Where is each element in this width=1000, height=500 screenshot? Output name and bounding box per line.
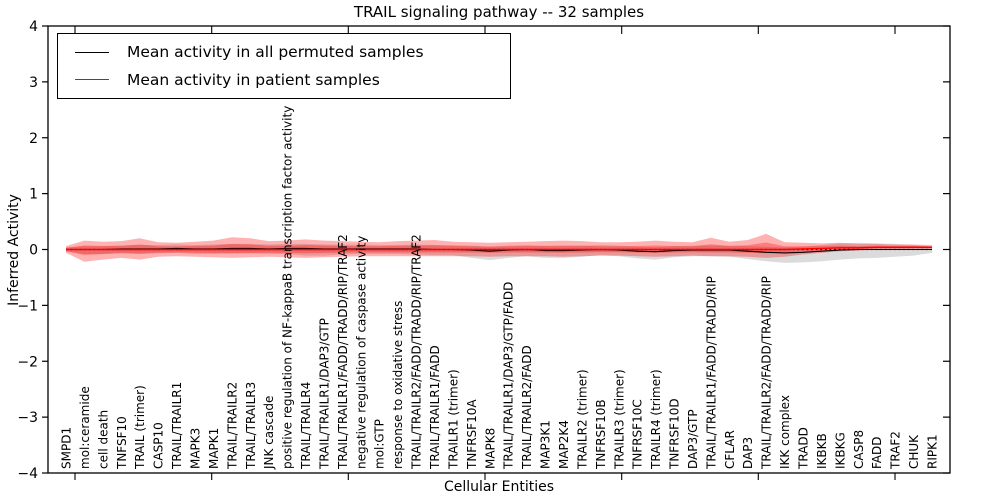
entity-tick-label: TRAIL/TRAILR2/FADD/TRADD/RIP/TRAF2 [410, 234, 424, 470]
entity-tick-label: IKBKG [833, 432, 847, 469]
patient-mean-line [66, 246, 932, 251]
entity-tick-label: TRADD [797, 427, 811, 470]
entity-tick-label: SMPD1 [60, 427, 74, 469]
patient-line-swatch-icon [75, 79, 109, 81]
x-axis-ticks [74, 26, 896, 480]
entity-tick-label: positive regulation of NF-kappaB transcr… [281, 106, 295, 469]
y-tick-label: −4 [17, 466, 38, 482]
entity-tick-label: MAP3K1 [539, 420, 553, 469]
entity-tick-label: MAP2K4 [557, 420, 571, 469]
entity-tick-label: TRAIL/TRAILR2/FADD/TRADD/RIP [760, 276, 774, 470]
entity-tick-label: cell death [96, 410, 110, 469]
entity-tick-label: IKBKB [815, 433, 829, 469]
entity-tick-label: TNFRSF10B [594, 399, 608, 470]
entity-tick-label: CASP8 [852, 430, 866, 469]
entity-tick-label: TRAILR1 (trimer) [446, 369, 460, 470]
x-axis-label: Cellular Entities [443, 479, 555, 495]
entity-tick-label: mol:GTP [373, 419, 387, 469]
confidence-bands [66, 233, 932, 263]
entity-tick-label: CASP10 [152, 422, 166, 469]
y-tick-label: −2 [17, 354, 38, 370]
entity-tick-label: TNFSF10 [115, 416, 129, 470]
mean-lines [66, 246, 932, 254]
entity-tick-label: TRAIL/TRAILR4 [299, 382, 313, 470]
legend-item-label: Mean activity in all permuted samples [127, 43, 424, 62]
entity-tick-label: IKK complex [778, 395, 792, 469]
entity-tick-label: DAP3/GTP [686, 409, 700, 469]
y-tick-label: 0 [29, 243, 38, 259]
entity-tick-label: negative regulation of caspase activity [354, 236, 368, 469]
y-axis-label: Inferred Activity [6, 194, 22, 306]
entity-tick-label: MAPK3 [189, 428, 203, 469]
entity-tick-label: TNFRSF10A [465, 399, 479, 470]
entity-tick-label: TRAILR4 (trimer) [649, 369, 663, 470]
entity-tick-label: TRAIL/TRAILR1 [170, 382, 184, 470]
y-tick-label: 4 [29, 19, 38, 35]
entity-tick-label: TRAF2 [889, 431, 903, 470]
entity-tick-label: TRAIL/TRAILR1/FADD/TRADD/RIP/TRAF2 [336, 234, 350, 470]
entity-tick-label: MAPK1 [207, 428, 221, 469]
permuted-line-swatch-icon [75, 51, 109, 53]
y-tick-label: 2 [29, 131, 38, 147]
entity-tick-label: TRAIL/TRAILR1/FADD [428, 345, 442, 470]
legend-box: Mean activity in all permuted samples Me… [57, 33, 511, 99]
entity-tick-label: RIPK1 [926, 434, 940, 469]
entity-tick-label: TRAIL/TRAILR3 [244, 382, 258, 470]
legend-item-label: Mean activity in patient samples [127, 70, 380, 89]
entity-tick-label: CHUK [907, 434, 921, 469]
entity-tick-label: TRAIL/TRAILR1/DAP3/GTP [318, 318, 332, 470]
entity-tick-label: TRAIL/TRAILR2/FADD [520, 345, 534, 470]
entity-tick-labels: SMPD1 mol:ceramide cell death TNFSF10 TRAIL … [60, 106, 940, 470]
entity-tick-label: TNFRSF10C [631, 399, 645, 470]
y-tick-label: −3 [17, 410, 38, 426]
entity-tick-label: TRAILR2 (trimer) [575, 369, 589, 470]
entity-tick-label: TRAIL/TRAILR1/DAP3/GTP/FADD [502, 282, 516, 470]
entity-tick-label: TRAIL/TRAILR1/FADD/TRADD/RIP [704, 276, 718, 470]
entity-tick-label: MAPK8 [483, 428, 497, 469]
entity-tick-label: CFLAR [723, 430, 737, 469]
entity-tick-label: TRAILR3 (trimer) [612, 369, 626, 470]
entity-tick-label: response to oxidative stress [391, 301, 405, 469]
y-axis-ticks: −4 −3 −2 −1 0 1 2 3 4 [17, 19, 950, 482]
page-title: TRAIL signaling pathway -- 32 samples [353, 3, 645, 21]
legend-item-patient: Mean activity in patient samples [58, 71, 510, 89]
entity-tick-label: mol:ceramide [78, 386, 92, 469]
y-tick-label: 1 [29, 187, 38, 203]
y-tick-label: −1 [17, 298, 38, 314]
entity-tick-label: TRAIL (trimer) [133, 385, 147, 470]
legend-item-permuted: Mean activity in all permuted samples [58, 43, 510, 61]
entity-tick-label: TRAIL/TRAILR2 [225, 382, 239, 470]
entity-tick-label: TNFRSF10D [668, 398, 682, 470]
entity-tick-label: JNK cascade [262, 396, 276, 470]
entity-tick-label: DAP3 [741, 437, 755, 469]
entity-tick-label: FADD [870, 437, 884, 470]
y-tick-label: 3 [29, 75, 38, 91]
